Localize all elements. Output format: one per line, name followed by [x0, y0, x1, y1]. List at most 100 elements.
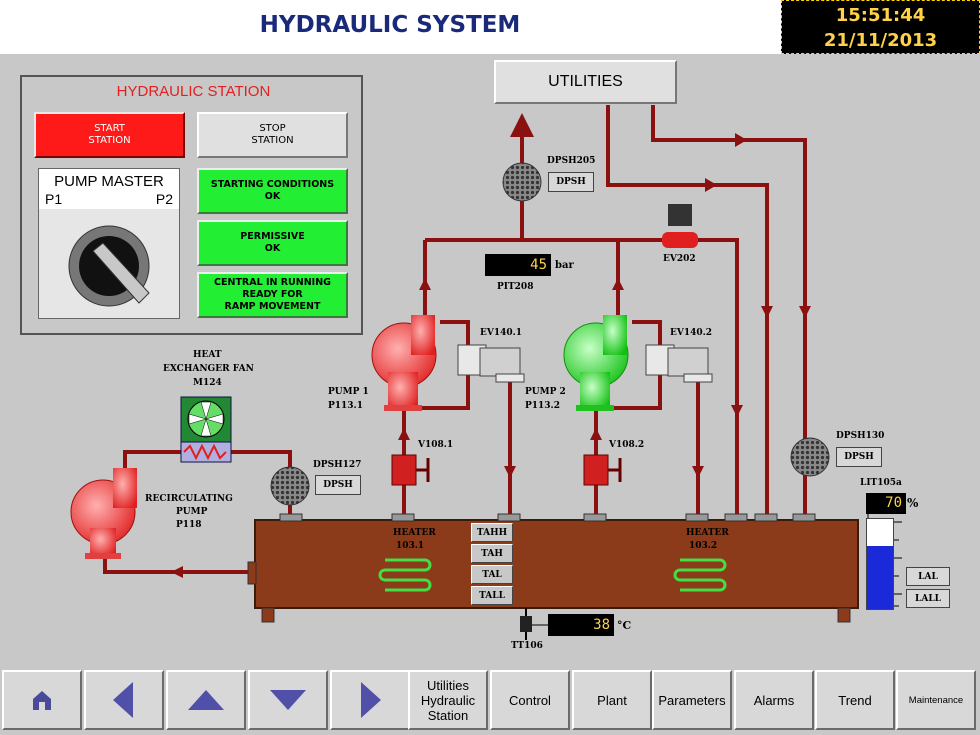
tall-alarm[interactable]: TALL [471, 586, 513, 605]
ev140-2-valve-icon[interactable] [645, 344, 713, 383]
pit208-unit: bar [555, 260, 574, 271]
heater2-label-2: 103.2 [689, 541, 718, 551]
scroll-down-button[interactable] [248, 670, 328, 730]
ev140-1-label: EV140.1 [480, 328, 523, 338]
pump-1-icon[interactable] [371, 315, 437, 411]
process-diagram [70, 105, 869, 640]
nav-parameters[interactable]: Parameters [652, 670, 732, 730]
cond3-label-2: READY FOR [242, 289, 303, 300]
cond1-label-2: OK [264, 191, 281, 202]
pump-master-p1: P1 [45, 191, 63, 207]
level-gauge [866, 518, 894, 610]
dpsh127-sensor-icon [270, 466, 310, 506]
reservoir-tank [254, 519, 859, 609]
tahh-alarm[interactable]: TAHH [471, 523, 513, 542]
heater-coil-2 [673, 558, 727, 592]
clock-time: 15:51:44 [835, 5, 926, 26]
level-scale [894, 521, 902, 607]
recirc-label-2: PUMP [176, 507, 208, 517]
arrow-up-icon [188, 690, 224, 710]
tah-alarm[interactable]: TAH [471, 544, 513, 563]
heat-exchanger-fan-icon[interactable] [180, 396, 232, 463]
utilities-button[interactable]: UTILITIES [494, 60, 677, 104]
dpsh205-sensor-icon [502, 162, 542, 202]
clock-date: 21/11/2013 [823, 30, 938, 51]
cond2-label-2: OK [264, 243, 281, 254]
v108-1-label: V108.1 [418, 440, 454, 450]
cond1-label-1: STARTING CONDITIONS [210, 179, 335, 190]
nav-control[interactable]: Control [490, 670, 570, 730]
clock-display: 15:51:44 21/11/2013 [781, 0, 980, 54]
pit208-label: PIT208 [497, 282, 534, 292]
pump2-label-1: PUMP 2 [525, 387, 566, 397]
arrow-down-icon [270, 690, 306, 710]
v108-2-valve-icon[interactable] [583, 454, 622, 486]
tt106-value: 38 [548, 614, 614, 636]
dpsh130-tag[interactable]: DPSH [836, 447, 882, 467]
cond3-label-3: RAMP MOVEMENT [224, 301, 321, 312]
pump-2-icon[interactable] [563, 315, 629, 411]
dpsh127-label: DPSH127 [313, 460, 362, 470]
stop-label-2: STATION [251, 135, 294, 146]
home-button[interactable] [2, 670, 82, 730]
dpsh130-label: DPSH130 [836, 431, 885, 441]
pump-master-title: PUMP MASTER [54, 173, 164, 190]
dpsh130-sensor-icon [790, 437, 830, 477]
previous-button[interactable] [84, 670, 164, 730]
nav-alarms[interactable]: Alarms [734, 670, 814, 730]
tt106-sensor-icon [520, 608, 548, 640]
heater1-label-2: 103.1 [396, 541, 425, 551]
dpsh205-label: DPSH205 [547, 156, 596, 166]
pit208-value: 45 [485, 254, 551, 276]
dpsh127-tag[interactable]: DPSH [315, 475, 361, 495]
tt106-unit: °C [617, 619, 632, 632]
v108-1-valve-icon[interactable] [391, 454, 430, 486]
next-button[interactable] [330, 670, 410, 730]
nav-maintenance[interactable]: Maintenance [896, 670, 976, 730]
lall-alarm[interactable]: LALL [906, 589, 950, 608]
nav-utilities-label-3: Station [427, 707, 469, 723]
level-value: 70 [866, 493, 906, 514]
fan-label-1: HEAT [193, 350, 222, 360]
tt106-label: TT106 [511, 641, 543, 651]
stop-label-1: STOP [259, 123, 286, 134]
pipe-network [103, 105, 807, 574]
dpsh205-tag[interactable]: DPSH [548, 172, 594, 192]
fan-label-2: EXCHANGER FAN [163, 364, 254, 374]
pump1-label-2: P113.1 [328, 401, 363, 411]
station-panel-title: HYDRAULIC STATION [116, 83, 271, 100]
recirc-label-1: RECIRCULATING [145, 494, 233, 504]
level-fill [867, 546, 893, 609]
fan-label-3: M124 [193, 378, 222, 388]
ev140-2-label: EV140.2 [670, 328, 713, 338]
ev202-valve-icon[interactable] [662, 204, 698, 248]
ev140-1-valve-icon[interactable] [457, 344, 525, 383]
pump-master-p2: P2 [155, 191, 173, 207]
pump1-label-1: PUMP 1 [328, 387, 369, 397]
lal-alarm[interactable]: LAL [906, 567, 950, 586]
nav-utilities-label-2: Hydraulic [420, 692, 476, 708]
level-unit: % [907, 496, 919, 510]
nav-trend[interactable]: Trend [815, 670, 895, 730]
cond3-label-1: CENTRAL IN RUNNING [214, 277, 331, 288]
tal-alarm[interactable]: TAL [471, 565, 513, 584]
scroll-up-button[interactable] [166, 670, 246, 730]
pump-master-selector[interactable]: PUMP MASTER P1 P2 [38, 168, 180, 319]
recirculating-pump-icon[interactable] [70, 468, 137, 559]
recirc-label-3: P118 [176, 520, 202, 530]
cond2-label-1: PERMISSIVE [240, 231, 305, 242]
pump2-label-2: P113.2 [525, 401, 560, 411]
ev202-label: EV202 [663, 254, 696, 264]
arrow-left-icon [113, 682, 133, 718]
start-label-1: START [94, 123, 125, 134]
home-icon [33, 691, 51, 710]
selector-knob-icon[interactable] [59, 221, 169, 316]
nav-plant[interactable]: Plant [572, 670, 652, 730]
